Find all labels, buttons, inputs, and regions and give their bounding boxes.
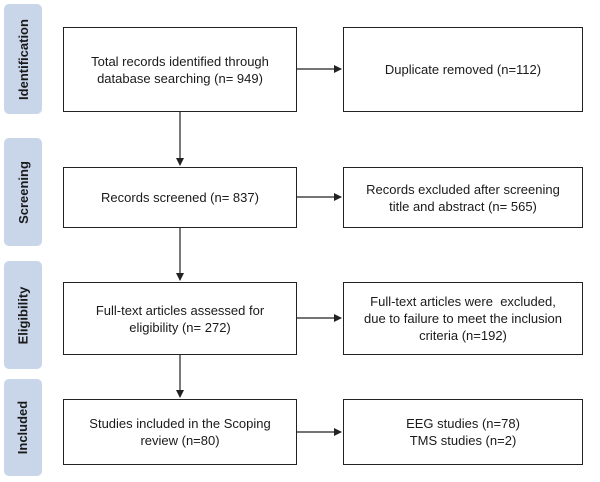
box-records-screened: Records screened (n= 837): [63, 167, 297, 228]
box-fulltext-assessed: Full-text articles assessed for eligibil…: [63, 282, 297, 355]
box-fulltext-excluded-line2: due to failure to meet the inclusion: [363, 311, 562, 326]
box-included-breakdown: EEG studies (n=78) TMS studies (n=2): [343, 399, 583, 465]
stage-screening: Screening: [4, 138, 42, 246]
box-included-breakdown-eeg: EEG studies (n=78): [406, 416, 520, 431]
box-duplicates-removed: Duplicate removed (n=112): [343, 27, 583, 112]
stage-eligibility: Eligibility: [4, 261, 42, 369]
box-studies-included-line2: review (n=80): [140, 433, 220, 448]
box-fulltext-assessed-line1: Full-text articles assessed for: [95, 302, 265, 318]
box-records-excluded-screening-line2: title and abstract (n= 565): [389, 198, 537, 214]
box-records-identified-line1: Total records identified through: [91, 53, 269, 69]
box-included-breakdown-tms: TMS studies (n=2): [409, 433, 517, 448]
box-duplicates-removed-line1: Duplicate removed (n=112): [384, 62, 542, 77]
box-records-excluded-screening-line1: Records excluded after screening: [366, 181, 560, 197]
stage-identification: Identification: [4, 4, 42, 114]
box-fulltext-excluded-line1: Full-text articles were excluded,: [370, 294, 556, 309]
box-studies-included: Studies included in the Scoping review (…: [63, 399, 297, 465]
box-records-excluded-screening: Records excluded after screening title a…: [343, 167, 583, 228]
box-fulltext-assessed-line2: eligibility (n= 272): [129, 319, 231, 335]
box-fulltext-excluded: Full-text articles were excluded, due to…: [343, 282, 583, 355]
box-records-screened-line1: Records screened (n= 837): [101, 190, 259, 205]
box-records-identified: Total records identified through databas…: [63, 27, 297, 112]
box-records-identified-line2: database searching (n= 949): [97, 70, 263, 86]
box-fulltext-excluded-line3: criteria (n=192): [419, 328, 507, 343]
stage-included: Included: [4, 379, 42, 476]
box-studies-included-line1: Studies included in the Scoping: [89, 416, 271, 431]
